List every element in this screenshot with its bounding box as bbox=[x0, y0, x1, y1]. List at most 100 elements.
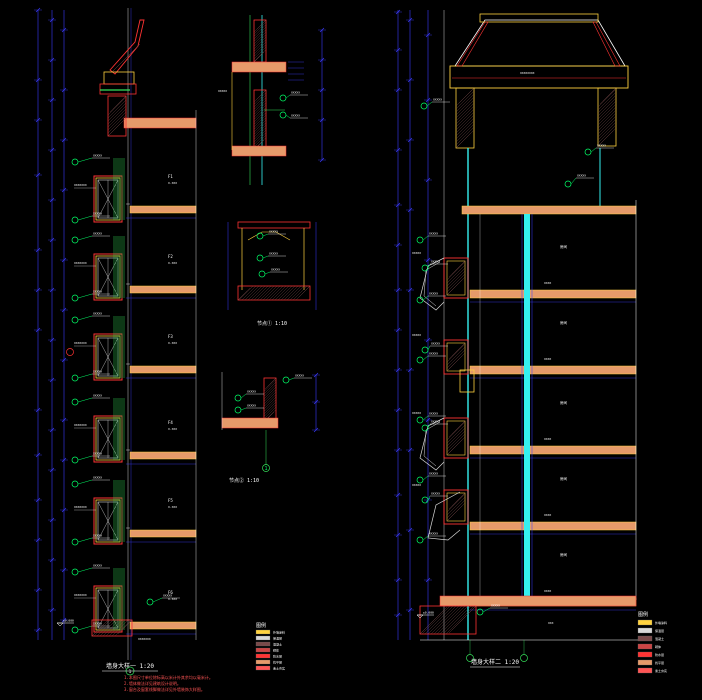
detail-note: XXXXX bbox=[218, 89, 227, 93]
legend-swatch bbox=[255, 629, 271, 635]
wall-section-left: F1X.XXXXXXXXXXXXXXXXXXXXF2X.XXXXXXXXXXXX… bbox=[34, 7, 285, 676]
callout-text: XXXXX bbox=[431, 420, 440, 424]
floor-label: F6 bbox=[168, 590, 173, 595]
floor-elevation: X.XXX bbox=[168, 181, 177, 185]
callout-circle bbox=[71, 398, 79, 406]
leader-line bbox=[427, 263, 431, 269]
parapet-cap bbox=[103, 71, 135, 85]
room-label: 房间 bbox=[560, 400, 568, 405]
eave-callout: XXXXX bbox=[420, 98, 450, 110]
floor-slab bbox=[129, 285, 197, 294]
roof-edge bbox=[99, 83, 137, 95]
elevation-value: ±0.000 bbox=[63, 619, 74, 623]
legend-label: 外墙涂料 bbox=[273, 630, 285, 635]
hatch-pattern bbox=[446, 342, 466, 372]
detail-callout: XXXXX bbox=[234, 390, 264, 402]
floor-elevation: X.XXX bbox=[168, 505, 177, 509]
section-left-note-1: 1.本图尺寸单位除标高以米计外其余均以毫米计。 bbox=[124, 674, 213, 680]
hatch-line bbox=[108, 619, 126, 637]
hatch-pattern bbox=[446, 492, 466, 522]
window-callout: XXXXX bbox=[71, 476, 110, 488]
axis-bubble bbox=[466, 654, 474, 662]
hatch-line bbox=[445, 605, 475, 635]
floor-slab bbox=[129, 365, 197, 374]
hatch-line bbox=[253, 102, 267, 115]
leader-line bbox=[422, 355, 429, 361]
hatch-pattern bbox=[91, 619, 133, 637]
bay-inner bbox=[446, 260, 466, 296]
hatch-line bbox=[102, 619, 120, 637]
bay-awning-inner bbox=[423, 421, 441, 467]
callout-circle bbox=[71, 538, 79, 546]
bay-note: XXXXX bbox=[412, 411, 421, 415]
bay-frame bbox=[443, 339, 469, 375]
hatch-pattern bbox=[111, 43, 141, 73]
hatch-line bbox=[307, 285, 311, 289]
hatch-line bbox=[253, 21, 267, 35]
hatch-line bbox=[237, 287, 251, 301]
legend-label: 找平层 bbox=[655, 660, 664, 665]
callout-circle bbox=[71, 316, 79, 324]
hatch-line bbox=[292, 285, 308, 301]
hatch-line bbox=[137, 43, 141, 47]
hatch-line bbox=[263, 391, 277, 405]
callout-circle bbox=[279, 94, 287, 102]
callout-circle bbox=[71, 294, 79, 302]
hatch-line bbox=[446, 430, 466, 450]
hood-edge bbox=[456, 21, 489, 67]
hatch-line bbox=[286, 285, 302, 301]
detail-callout: XXXXX bbox=[279, 91, 308, 102]
floor-elevation: X.XXX bbox=[168, 597, 177, 601]
hatch-line bbox=[274, 377, 277, 380]
leader-line bbox=[422, 475, 429, 481]
roof-callout: XXXXX bbox=[584, 144, 614, 156]
callout-text: XXXXX bbox=[163, 594, 172, 598]
hatch-line bbox=[253, 51, 265, 63]
hatch-line bbox=[455, 102, 475, 122]
legend-label: 保温层 bbox=[655, 628, 664, 633]
hatch-line bbox=[263, 406, 277, 420]
legend-label: 找平层 bbox=[273, 660, 282, 665]
hatch-line bbox=[289, 285, 305, 301]
callout-circle bbox=[421, 264, 429, 272]
slab-note: XXXX bbox=[544, 437, 551, 441]
hatch-line bbox=[253, 94, 267, 108]
callout-text: XXXXX bbox=[93, 564, 102, 568]
callout-circle bbox=[279, 111, 287, 119]
window-note: XXXXXXX bbox=[74, 505, 87, 509]
leader-line bbox=[77, 373, 93, 379]
hatch-line bbox=[446, 346, 466, 366]
callout-text: XXXXX bbox=[93, 622, 102, 626]
callout-text: XXXXX bbox=[93, 154, 102, 158]
hatch-line bbox=[274, 285, 290, 301]
hatch-line bbox=[250, 285, 266, 301]
legend-label: 防水层 bbox=[273, 654, 282, 659]
hatch-line bbox=[597, 97, 617, 117]
hatch-line bbox=[419, 606, 448, 635]
floor-slab bbox=[129, 529, 197, 538]
hatch-line bbox=[455, 123, 475, 143]
callout-text: XXXXX bbox=[429, 472, 438, 476]
leader-line bbox=[77, 479, 93, 485]
hatch-line bbox=[262, 285, 278, 301]
leader-line bbox=[152, 597, 163, 603]
hatch-line bbox=[253, 31, 267, 45]
leader-line bbox=[285, 94, 291, 99]
hatch-line bbox=[442, 605, 472, 635]
hatch-line bbox=[439, 605, 469, 635]
ground-elevation: ±0.000 bbox=[56, 619, 74, 627]
hatch-line bbox=[253, 36, 267, 50]
dimension-chain bbox=[406, 10, 414, 640]
node-details: XXXXXXXXXXXXXXXXXXXXXXXXXXXXXXXXXXXXXXXX… bbox=[218, 15, 326, 472]
callout-circle bbox=[416, 416, 424, 424]
legend-swatch bbox=[255, 635, 271, 641]
legend-title: 图例 bbox=[638, 611, 648, 618]
dimension-chain bbox=[34, 7, 42, 640]
floor-slab bbox=[469, 289, 637, 299]
glass-shaft bbox=[524, 214, 530, 596]
bay-note: XXXXX bbox=[412, 333, 421, 337]
leader-line bbox=[427, 345, 431, 351]
hatch-line bbox=[277, 285, 293, 301]
